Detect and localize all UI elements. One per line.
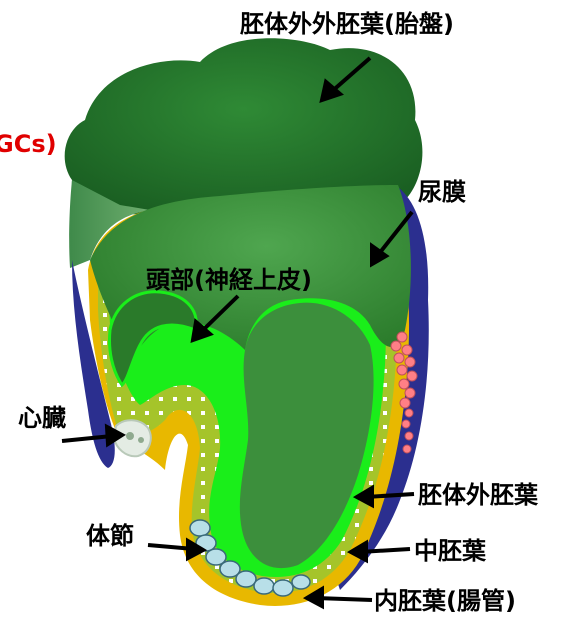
somite — [292, 575, 310, 589]
label-somites: 体節 — [86, 522, 134, 550]
label-embryonic-ectoderm: 胚体外胚葉 — [417, 481, 539, 509]
label-head-neuroepithelium: 頭部(神経上皮) — [146, 266, 312, 294]
somite — [190, 520, 210, 536]
label-heart: 心臓 — [18, 404, 66, 432]
arrow-endoderm — [316, 598, 372, 600]
label-allantois: 尿膜 — [418, 178, 466, 206]
label-mesoderm: 中胚葉 — [414, 537, 487, 565]
label-endoderm-gut: 内胚葉(腸管) — [374, 587, 516, 615]
somite — [254, 578, 274, 594]
label-extraembryonic-ectoderm: 胚体外外胚葉(胎盤) — [239, 10, 454, 38]
label-pgcs-partial: GCs) — [0, 130, 57, 158]
somite — [236, 571, 256, 587]
somite — [273, 580, 293, 596]
